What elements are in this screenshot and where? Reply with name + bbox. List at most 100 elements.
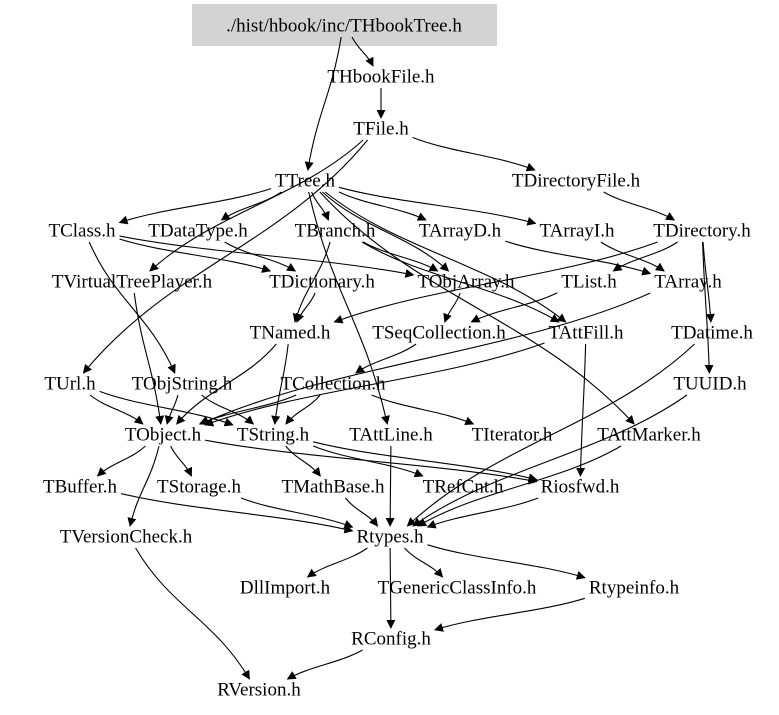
edge-line [338,186,537,226]
edge-line [338,191,427,221]
edge-line [204,342,545,427]
edge-line [427,544,586,580]
edge-line [127,445,160,527]
node-tobjarray[interactable]: TObjArray.h [417,272,515,293]
edge-tattfill-to-tobject [204,342,545,427]
edge-tnamed-to-tstring [271,343,289,425]
node-turl[interactable]: TUrl.h [44,374,96,395]
edge-line [351,36,374,67]
edge-line [345,497,379,527]
edge-line [198,394,297,425]
node-root[interactable]: ./hist/hbook/inc/THbookTree.h [226,16,462,37]
node-tlist[interactable]: TList.h [561,272,617,293]
edge-tarrayi-to-tarray [600,241,665,272]
edge-line [308,191,390,425]
node-tstorage[interactable]: TStorage.h [157,477,241,498]
edge-tclass-to-tobjstring [88,241,176,374]
edge-tdirectory-to-tlist [612,241,678,272]
edge-line [295,292,316,323]
node-tbranch[interactable]: TBranch.h [295,221,376,242]
edge-line [576,343,587,477]
node-rconfig[interactable]: RConfig.h [351,629,431,650]
edge-tfile-to-tdirectoryfile [412,136,536,172]
node-tfile[interactable]: TFile.h [353,119,409,140]
edge-line [118,188,272,225]
node-tseqcollection[interactable]: TSeqCollection.h [372,323,506,344]
edge-tattline-to-rtypes [385,445,395,527]
edge-tarrayd-to-tarray [505,240,652,276]
edge-ttree-to-tclass [118,188,272,225]
edge-line [312,445,424,478]
node-tarrayi[interactable]: TArrayI.h [540,221,615,242]
edge-tstring-to-riosfwd [313,441,538,483]
node-tdirectoryfile[interactable]: TDirectoryFile.h [512,171,641,192]
node-tclass[interactable]: TClass.h [48,221,116,242]
edge-rtypeinfo-to-rconfig [434,597,586,632]
edge-tdirectory-to-tnamed [333,241,658,324]
node-rversion[interactable]: RVersion.h [217,680,301,701]
edge-tstorage-to-rtypes [240,497,354,529]
edge-tdirectoryfile-to-tdirectory [603,191,676,221]
edge-line [417,445,622,527]
node-tobject[interactable]: TObject.h [125,425,202,446]
edge-line [304,36,342,171]
node-rtypes[interactable]: Rtypes.h [356,527,424,548]
edge-line [204,439,538,485]
node-rtypeinfo[interactable]: Rtypeinfo.h [589,578,680,599]
edge-line [702,241,714,374]
edge-tcollection-to-tstring [285,394,321,425]
node-tdatime[interactable]: TDatime.h [671,323,753,344]
node-dllimport[interactable]: DllImport.h [240,578,331,599]
node-tarrayd[interactable]: TArrayD.h [419,221,502,242]
edge-rtypes-to-dllimport [306,547,368,578]
node-tarray[interactable]: TArray.h [654,272,722,293]
edge-line [702,241,715,323]
edge-line [119,235,415,278]
edge-line [426,497,539,529]
node-tobjstring[interactable]: TObjString.h [132,374,233,395]
edge-line [224,241,297,272]
node-tuuid[interactable]: TUUID.h [673,374,747,395]
node-tdatatype[interactable]: TDataType.h [148,221,248,242]
edge-line [600,241,665,272]
node-tattline[interactable]: TAttLine.h [349,425,433,446]
node-tversioncheck[interactable]: TVersionCheck.h [60,527,193,548]
node-tvirtualtreeplayer[interactable]: TVirtualTreePlayer.h [52,272,213,293]
edge-line [149,139,364,272]
edge-line [306,547,368,578]
node-trefcnt[interactable]: TRefCnt.h [423,477,504,498]
edge-tdatime-to-rtypes [406,343,695,527]
header-nodes: ./hist/hbook/inc/THbookTree.hTHbookFile.… [43,16,753,701]
node-ttree[interactable]: TTree.h [275,171,335,192]
edge-line [311,191,330,221]
edge-line [355,343,417,374]
edge-tstring-to-tmathbase [285,445,321,477]
node-tgenericclassinfo[interactable]: TGenericClassInfo.h [378,578,537,599]
node-thbookfile[interactable]: THbookFile.h [327,67,435,88]
node-tdirectory[interactable]: TDirectory.h [653,221,751,242]
node-tmathbase[interactable]: TMathBase.h [282,477,385,498]
edge-tattfill-to-riosfwd [576,343,587,477]
node-riosfwd[interactable]: Riosfwd.h [541,477,620,498]
edge-line [240,497,354,529]
node-tnamed[interactable]: TNamed.h [250,323,331,344]
edge-ttree-to-tdatatype [220,191,282,221]
node-tattmarker[interactable]: TAttMarker.h [597,425,701,446]
node-tbuffer[interactable]: TBuffer.h [43,477,118,498]
edge-line [99,390,234,427]
node-tcollection[interactable]: TCollection.h [280,374,386,395]
edge-line [406,343,695,527]
edge-tobjarray-to-tseqcollection [443,292,461,323]
edge-line [412,136,536,172]
node-titerator[interactable]: TIterator.h [472,425,553,446]
edge-line [286,649,363,680]
edge-ttree-to-tarrayi [338,186,537,226]
node-tstring[interactable]: TString.h [237,425,310,446]
node-tattfill[interactable]: TAttFill.h [548,323,624,344]
edge-tdirectory-to-tuuid [702,241,714,374]
edge-line [434,597,586,632]
edge-tbuffer-to-rtypes [120,493,354,534]
edge-tattmarker-to-rtypes [417,445,622,527]
node-tdictionary[interactable]: TDictionary.h [269,272,375,293]
